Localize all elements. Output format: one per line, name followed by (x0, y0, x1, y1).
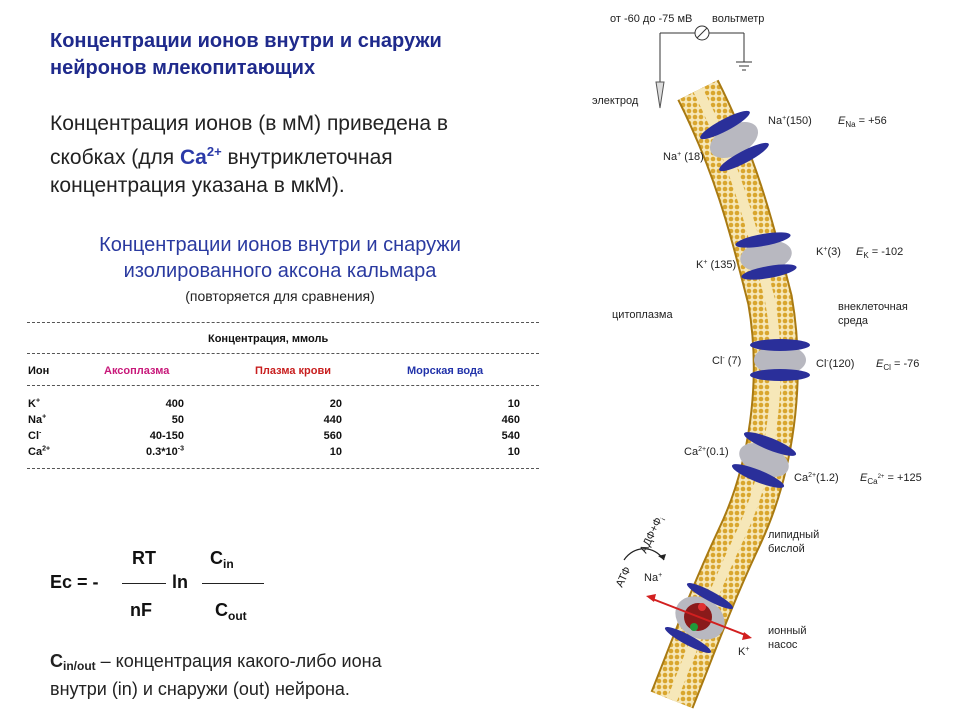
ca-out-label: Ca2+(1.2) (794, 472, 839, 484)
table-row-ion: Na+ (28, 413, 47, 426)
formula-lhs: Ec = - (50, 572, 99, 592)
header-axoplasm: Аксоплазма (104, 365, 170, 377)
table-cell: 540 (501, 430, 520, 442)
na-out-label: Na+(150) (768, 115, 812, 127)
table-row-ion: Cl- (28, 429, 42, 442)
note-line-2-post: внутриклеточная (221, 146, 393, 169)
table-title: Концентрации ионов внутри и снаружи изол… (30, 232, 530, 284)
table-cell: 560 (323, 430, 342, 442)
table-rule (27, 468, 539, 469)
table-row-ion: Ca2+ (28, 445, 51, 458)
table-cell: 10 (507, 398, 520, 410)
cl-in-label: Cl- (7) (712, 355, 741, 367)
k-out-label: K+(3) (816, 246, 841, 258)
k-potential-label: EK = -102 (856, 246, 903, 260)
table-cell: 460 (501, 414, 520, 426)
note-ca-charge: 2+ (206, 144, 222, 159)
ca-in-label: Ca2+(0.1) (684, 446, 729, 458)
table-rule (27, 385, 539, 386)
k-in-label: K+ (135) (696, 259, 736, 271)
na-potential-label: ENa = +56 (838, 115, 887, 129)
fraction-bar (122, 583, 166, 584)
ca-potential-label: ECa2+ = +125 (860, 472, 922, 486)
legend-line-2: внутри (in) и снаружи (out) нейрона. (50, 679, 350, 699)
na-in-label: Na+ (18) (663, 151, 704, 163)
page-title-line-2: нейронов млекопитающих (50, 57, 316, 79)
table-title-line-2: изолированного аксона кальмара (123, 260, 437, 282)
voltmeter-circuit (655, 25, 752, 109)
table-subtitle: (повторяется для сравнения) (185, 288, 375, 304)
k-ion-icon (690, 623, 698, 631)
atp-label: АТФ (614, 565, 634, 589)
formula-c-in: Cin (210, 548, 234, 571)
page-title: Концентрации ионов внутри и снаружи нейр… (50, 28, 550, 82)
pump-label-2: насос (768, 639, 798, 651)
na-channel (700, 110, 769, 172)
pump-arrow (649, 597, 749, 637)
k-channel (735, 232, 797, 280)
ca-channel (731, 432, 797, 488)
legend-line-1: Cin/out – концентрация какого-либо иона (50, 651, 382, 673)
lipid-label-1: липидный (768, 529, 819, 541)
formula-rt: RT (132, 548, 156, 568)
neuron-membrane-diagram: от -60 до -75 мВ вольтметр электрод (592, 13, 922, 709)
header-ion: Ион (28, 365, 50, 377)
note-line-2-pre: скобках (для (50, 146, 180, 169)
group-header: Концентрация, ммоль (208, 333, 329, 345)
header-sea-water: Морская вода (407, 365, 484, 377)
extracellular-label-2: среда (838, 315, 869, 327)
formula-ln: ln (172, 572, 188, 592)
note-line-2: скобках (для Ca2+ внутриклеточная (50, 138, 530, 172)
pump-label-1: ионный (768, 625, 806, 637)
table-cell: 400 (165, 398, 184, 410)
formula-c-out: Cout (215, 600, 247, 623)
table-cell: 50 (171, 414, 184, 426)
table-cell: 10 (507, 446, 520, 458)
lipid-label-2: бислой (768, 543, 805, 555)
pump-k-label: K+ (738, 646, 749, 658)
formula-legend: Cin/out – концентрация какого-либо иона … (50, 648, 520, 702)
note-line-1: Концентрация ионов (в мМ) приведена в (50, 112, 449, 135)
table-cell: 40-150 (149, 430, 184, 442)
note-ca-symbol: Ca (180, 146, 207, 169)
fraction-bar (202, 583, 264, 584)
pump-na-label: Na+ (644, 572, 662, 584)
concentration-note: Концентрация ионов (в мМ) приведена в ск… (50, 110, 530, 200)
table-title-line-1: Концентрации ионов внутри и снаружи (99, 234, 461, 256)
channel-labels: Na+(150) ENa = +56 Na+ (18) K+(3) EK = -… (663, 115, 922, 486)
note-ca-ion: Ca2+ (180, 144, 222, 169)
na-ion-icon (698, 603, 706, 611)
table-cell: 20 (329, 398, 342, 410)
table-rule (27, 353, 539, 354)
cl-channel (750, 339, 810, 381)
extracellular-label-1: внеклеточная (838, 301, 908, 313)
note-line-3: концентрация указана в мкМ). (50, 174, 345, 197)
formula-nf: nF (130, 600, 152, 620)
header-blood-plasma: Плазма крови (255, 365, 331, 377)
ion-pump (623, 548, 752, 653)
table-cell: 0.3*10-3 (145, 445, 184, 458)
voltmeter-label: вольтметр (712, 13, 764, 25)
table-cell: 10 (329, 446, 342, 458)
cl-potential-label: ECl = -76 (876, 358, 919, 372)
table-row-ion: K+ (28, 397, 41, 410)
electrode-label: электрод (592, 95, 639, 107)
cl-out-label: Cl-(120) (816, 358, 854, 370)
page-title-line-1: Концентрации ионов внутри и снаружи (50, 30, 442, 52)
electrode-icon (655, 81, 665, 109)
table-rule (27, 322, 539, 323)
cytoplasm-label: цитоплазма (612, 309, 673, 321)
voltage-label: от -60 до -75 мВ (610, 13, 692, 25)
table-cell: 440 (323, 414, 342, 426)
